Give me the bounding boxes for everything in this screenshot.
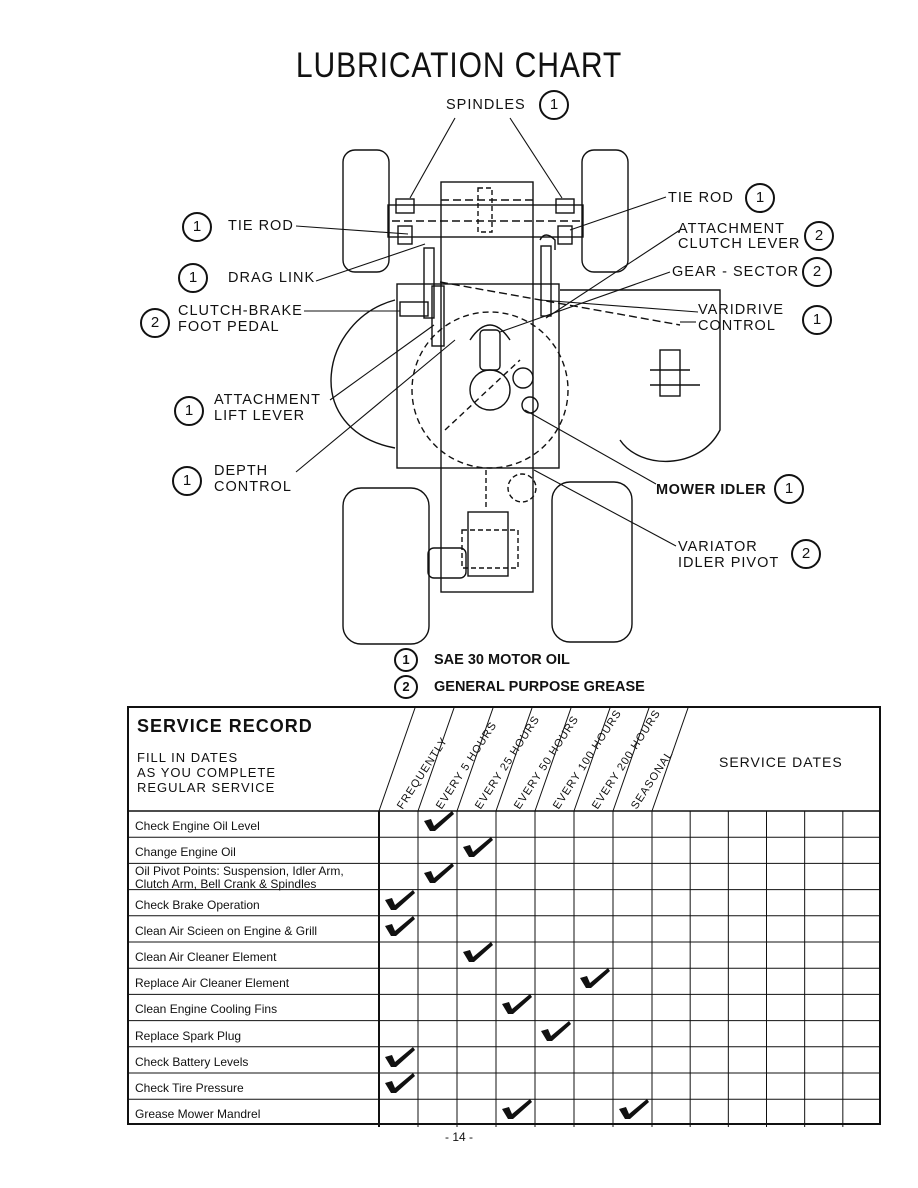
label-tie-rod-left: TIE ROD: [228, 218, 294, 234]
legend-grease: GENERAL PURPOSE GREASE: [434, 679, 645, 695]
row-label: Check Battery Levels: [135, 1054, 249, 1069]
grid-line: [378, 708, 416, 812]
label-tie-rod-right: TIE ROD: [668, 190, 734, 206]
row-label: Grease Mower Mandrel: [135, 1107, 261, 1122]
check-mark-icon: [619, 1099, 649, 1120]
grid-line: [651, 708, 689, 812]
service-record-table: SERVICE RECORD FILL IN DATES AS YOU COMP…: [127, 706, 881, 1127]
row-label-line-2: Clutch Arm, Bell Crank & Spindles: [135, 877, 317, 892]
row-label-line-1: Oil Pivot Points: Suspension, Idler Arm,: [135, 864, 344, 879]
label-idler-pivot: IDLER PIVOT: [678, 555, 780, 571]
label-spindles: SPINDLES: [446, 97, 526, 113]
row-label: Change Engine Oil: [135, 845, 236, 860]
label-lift-lever: LIFT LEVER: [214, 408, 306, 424]
callout-clutch-brake: 2: [140, 308, 170, 338]
row-label: Check Tire Pressure: [135, 1081, 244, 1095]
grid-line: [612, 708, 650, 812]
row-label: Oil Pivot Points: Suspension, Idler Arm,…: [135, 865, 344, 891]
check-mark-icon: [424, 863, 454, 884]
check-mark-icon: [385, 1046, 415, 1067]
grid-line: [534, 708, 572, 812]
instruction-line-2: AS YOU COMPLETE: [137, 765, 277, 780]
row-label: Replace Spark Plug: [135, 1028, 242, 1043]
instruction-line-1: FILL IN DATES: [137, 750, 239, 765]
grid-line: [573, 708, 611, 812]
check-mark-icon: [463, 942, 493, 962]
service-record-title: SERVICE RECORD: [137, 716, 313, 736]
tractor-diagram: [295, 117, 721, 645]
label-clutch-brake: CLUTCH-BRAKE: [178, 303, 303, 319]
label-attachment: ATTACHMENT: [214, 392, 321, 408]
page-title: LUBRICATION CHART: [295, 46, 623, 85]
callout-depth-control: 1: [172, 466, 202, 496]
label-drag-link: DRAG LINK: [228, 270, 316, 286]
check-mark-icon: [580, 968, 610, 989]
callout-attachment-lift: 1: [174, 396, 204, 426]
callout-varidrive: 1: [802, 305, 832, 335]
callout-tie-rod-left: 1: [182, 212, 212, 242]
callout-mower-idler: 1: [774, 474, 804, 504]
label-mower-idler: MOWER IDLER: [656, 482, 767, 498]
callout-variator: 2: [791, 539, 821, 569]
legend-callout-2: 2: [394, 675, 418, 699]
page-number: - 14 -: [444, 1130, 473, 1144]
label-foot-pedal: FOOT PEDAL: [178, 319, 280, 335]
label-depth: DEPTH: [214, 463, 269, 479]
callout-drag-link: 1: [178, 263, 208, 293]
label-control: CONTROL: [214, 479, 292, 495]
label-varidrive-control: CONTROL: [698, 318, 776, 334]
callout-tie-rod-right: 1: [745, 183, 775, 213]
legend-oil: SAE 30 MOTOR OIL: [434, 652, 570, 668]
check-mark-icon: [502, 994, 532, 1015]
check-mark-icon: [541, 1020, 571, 1041]
label-clutch-lever: CLUTCH LEVER: [678, 236, 801, 252]
legend-callout-1: 1: [394, 648, 418, 672]
label-attachment-clutch: ATTACHMENT: [678, 221, 785, 237]
check-mark-icon: [385, 889, 415, 910]
row-label: Check Engine Oil Level: [135, 819, 260, 833]
row-label: Clean Engine Cooling Fins: [135, 1002, 278, 1017]
row-label: Check Brake Operation: [135, 897, 260, 912]
callout-gear-sector: 2: [802, 257, 832, 287]
callout-spindles: 1: [539, 90, 569, 120]
check-mark-icon: [463, 837, 493, 858]
grid-line: [417, 708, 455, 812]
row-label: Replace Air Cleaner Element: [135, 976, 290, 991]
check-mark-icon: [424, 811, 454, 831]
row-label: Clean Air Cleaner Element: [135, 950, 277, 964]
service-record-grid: [129, 708, 881, 1127]
label-gear-sector: GEAR - SECTOR: [672, 264, 800, 280]
instruction-line-3: REGULAR SERVICE: [137, 780, 276, 795]
row-label: Clean Air Scieen on Engine & Grill: [135, 923, 318, 938]
check-mark-icon: [385, 915, 415, 936]
service-record-instructions: FILL IN DATES AS YOU COMPLETE REGULAR SE…: [137, 750, 276, 795]
grid-line: [495, 708, 533, 812]
label-variator: VARIATOR: [678, 539, 758, 555]
check-mark-icon: [385, 1073, 415, 1093]
label-varidrive: VARIDRIVE: [698, 302, 785, 318]
grid-line: [456, 708, 494, 812]
callout-attachment-clutch: 2: [804, 221, 834, 251]
service-dates-header: SERVICE DATES: [719, 754, 843, 770]
check-mark-icon: [502, 1099, 532, 1120]
